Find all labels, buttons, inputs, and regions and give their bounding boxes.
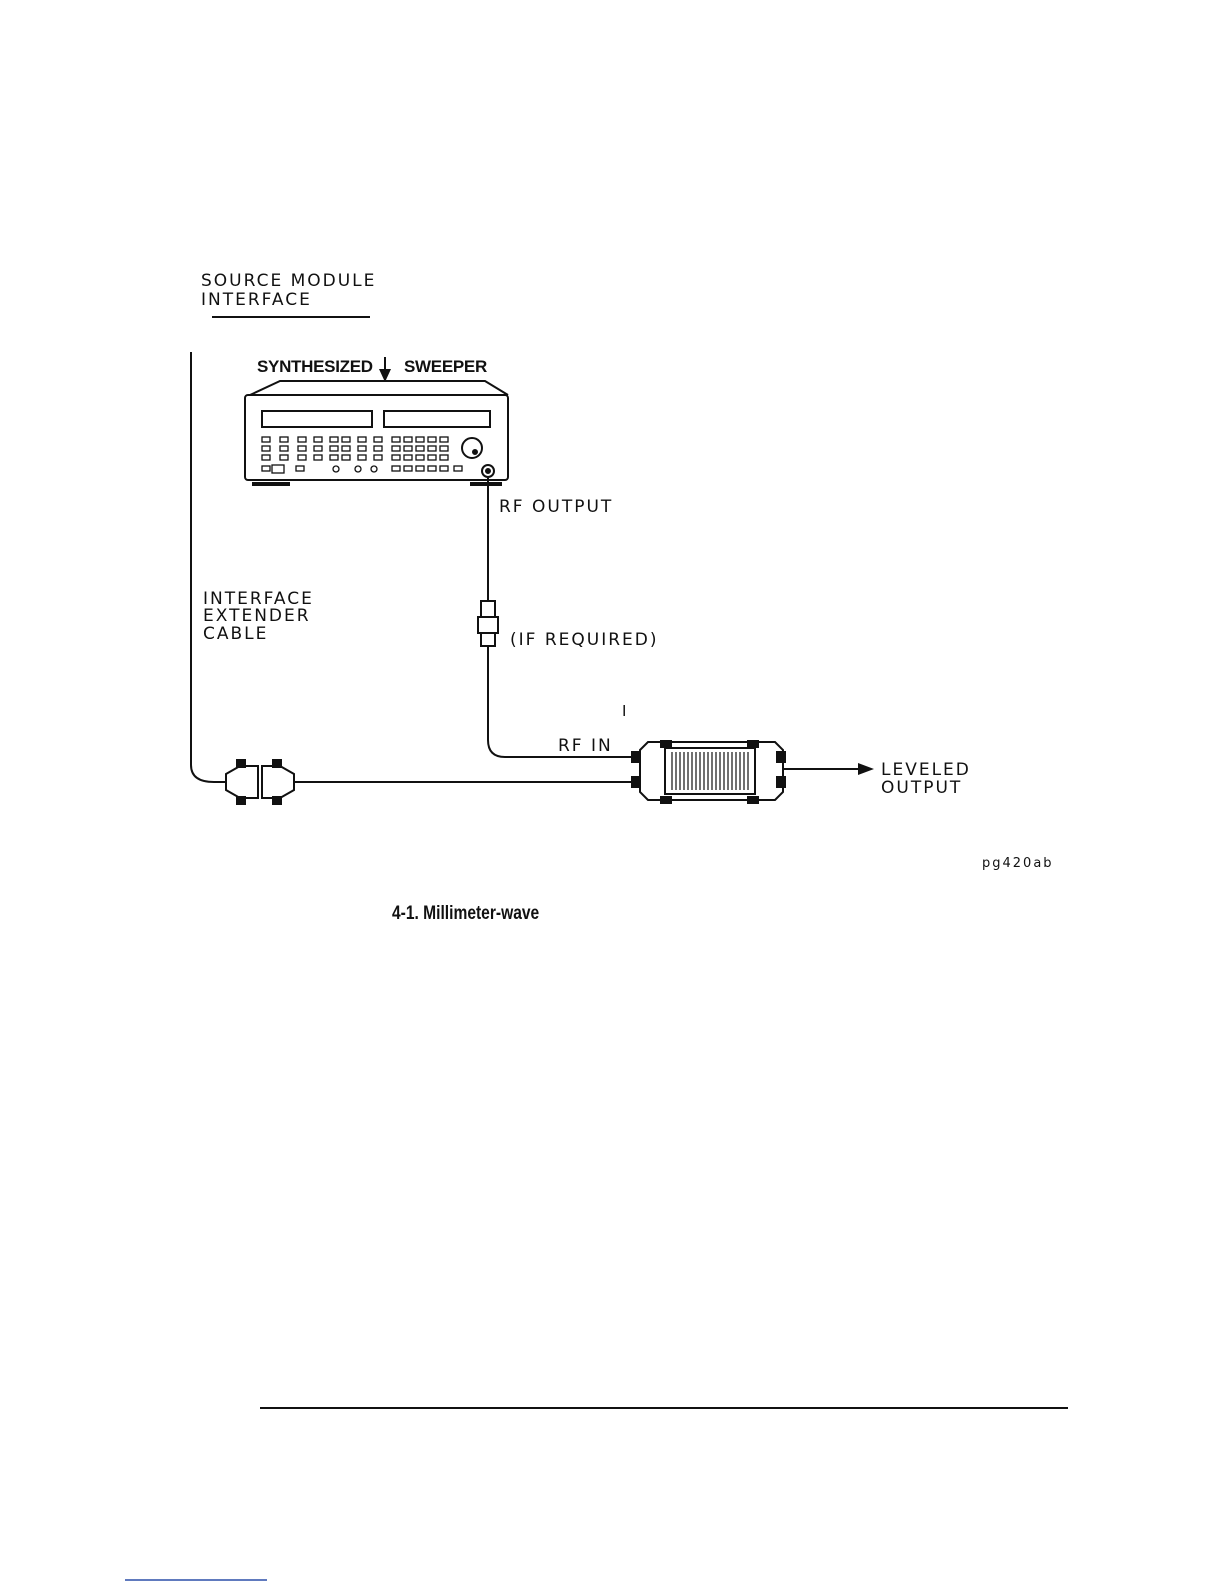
keypad-key — [298, 437, 306, 442]
keypad-key — [342, 437, 350, 442]
keypad-key — [440, 437, 448, 442]
keypad-key — [416, 437, 424, 442]
keypad-key — [374, 455, 382, 460]
figure-id: pg420ab — [982, 856, 1054, 871]
sweeper-label: SWEEPER — [404, 357, 487, 377]
keypad-key — [342, 446, 350, 451]
keypad-key — [314, 455, 322, 460]
keypad-key — [392, 455, 400, 460]
keypad-key — [280, 437, 288, 442]
keypad-key — [262, 437, 270, 442]
keypad-key — [404, 446, 412, 451]
keypad-button — [371, 466, 377, 472]
keypad-key — [374, 437, 382, 442]
keypad-key — [428, 446, 436, 451]
adapter-icon — [478, 601, 498, 646]
leveled-output-label-line2: OUTPUT — [881, 779, 962, 798]
source-module-label-line2: INTERFACE — [201, 291, 312, 310]
keypad-key — [280, 446, 288, 451]
rf-in-label: RF IN — [558, 737, 613, 756]
keypad-key — [404, 466, 412, 471]
source-module-label-line1: SOURCE MODULE — [201, 272, 376, 291]
keypad-key — [428, 437, 436, 442]
keypad-key — [262, 446, 270, 451]
keypad-key — [280, 455, 288, 460]
if-required-label: (IF REQUIRED) — [510, 631, 659, 650]
stray-mark: I — [622, 702, 628, 721]
keypad-key — [440, 455, 448, 460]
keypad-key — [428, 466, 436, 471]
keypad-key — [342, 455, 350, 460]
keypad-key — [358, 446, 366, 451]
keypad-key — [404, 455, 412, 460]
keypad-key — [392, 466, 400, 471]
keypad-key — [392, 446, 400, 451]
keypad-button — [355, 466, 361, 472]
keypad-key — [298, 446, 306, 451]
keypad-key — [392, 437, 400, 442]
figure-caption: 4-1. Millimeter-wave — [392, 903, 539, 925]
down-arrow-icon — [379, 357, 391, 382]
extender-connector-pair — [226, 760, 294, 804]
keypad-key — [374, 446, 382, 451]
keypad-key — [416, 466, 424, 471]
keypad-key — [296, 466, 304, 471]
instrument-keypad — [262, 437, 462, 473]
keypad-button — [333, 466, 339, 472]
keypad-key — [262, 455, 270, 460]
keypad-key — [428, 455, 436, 460]
synthesized-label: SYNTHESIZED — [257, 357, 373, 377]
keypad-key — [416, 446, 424, 451]
keypad-key — [440, 466, 448, 471]
keypad-key — [262, 466, 270, 471]
keypad-key — [440, 446, 448, 451]
interface-cable-label-line3: CABLE — [203, 625, 268, 644]
keypad-key — [330, 455, 338, 460]
keypad-key — [314, 446, 322, 451]
keypad-key — [404, 437, 412, 442]
keypad-key — [298, 455, 306, 460]
leveled-output-arrowhead — [858, 763, 874, 775]
keypad-key — [330, 446, 338, 451]
keypad-key — [358, 437, 366, 442]
keypad-key — [416, 455, 424, 460]
interface-extender-cable — [191, 352, 226, 782]
power-switch — [272, 465, 284, 473]
keypad-key — [358, 455, 366, 460]
keypad-key — [314, 437, 322, 442]
rf-output-label: RF OUTPUT — [499, 498, 613, 517]
keypad-key — [330, 437, 338, 442]
keypad-key — [454, 466, 462, 471]
